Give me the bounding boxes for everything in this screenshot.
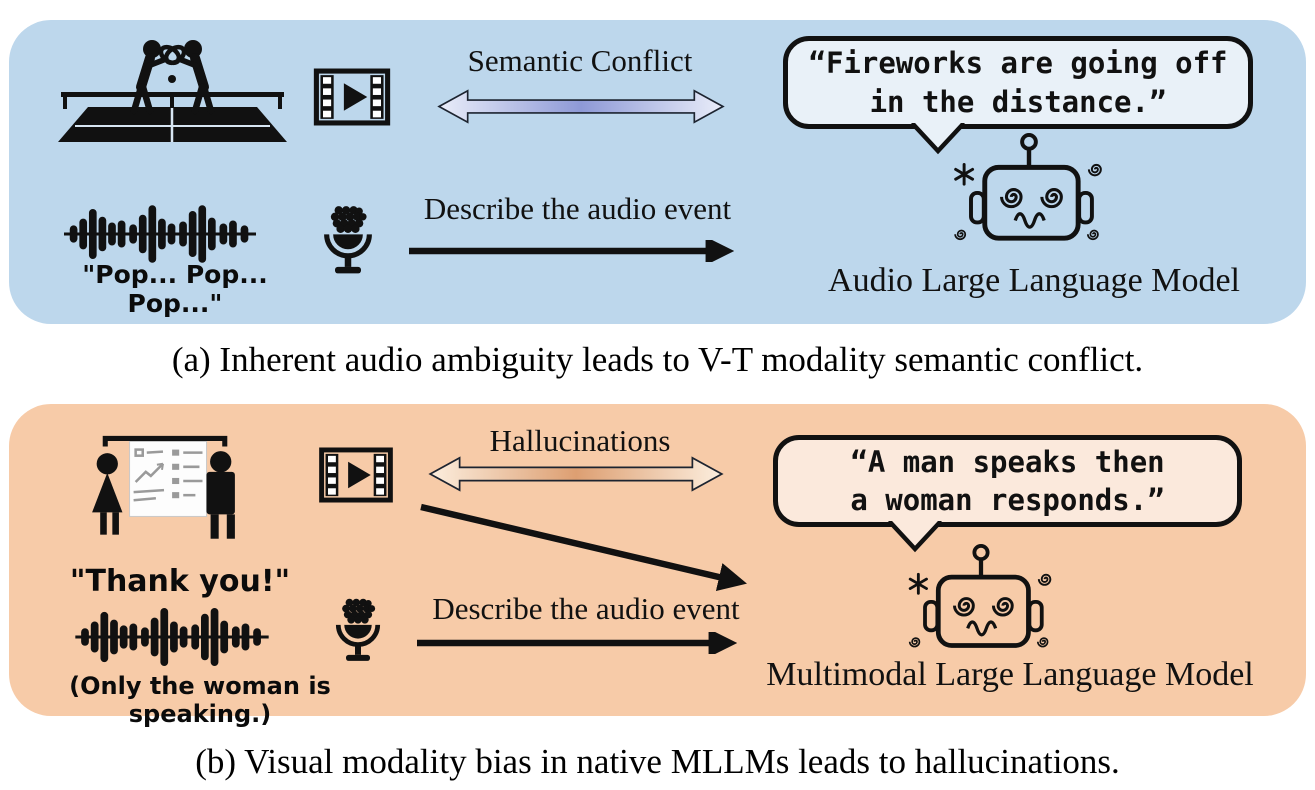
table-tennis-icon (55, 35, 290, 145)
semantic-conflict-arrow (427, 88, 735, 125)
hallucinations-arrow (423, 455, 729, 493)
robot-icon (950, 132, 1108, 248)
waveform-icon (73, 608, 271, 666)
instruction-arrow (407, 240, 752, 262)
waveform-icon (64, 205, 256, 263)
bubble-tail (885, 521, 945, 553)
model-response-bubble: “Fireworks are going off in the distance… (783, 36, 1253, 129)
semantic-conflict-label: Semantic Conflict (467, 43, 693, 78)
model-name-label: Audio Large Language Model (828, 262, 1240, 299)
caption-b: (b) Visual modality bias in native MLLMs… (195, 742, 1120, 781)
audio-transcript-label: "Thank you!" (69, 564, 291, 599)
robot-icon (905, 543, 1057, 655)
microphone-icon (322, 200, 374, 280)
bubble-text-line1: “A man speaks then (850, 444, 1165, 479)
video-icon (318, 447, 394, 503)
hallucinations-label: Hallucinations (489, 423, 671, 458)
bubble-text-line2: a woman responds.” (850, 483, 1165, 517)
video-to-model-arrow (418, 500, 763, 600)
panel-multimodal-llm: Hallucinations “A man speaks then a woma… (9, 404, 1306, 728)
caption-a: (a) Inherent audio ambiguity leads to V-… (171, 340, 1144, 379)
instruction-arrow (415, 632, 755, 654)
presentation-icon (85, 425, 243, 539)
microphone-icon (334, 593, 382, 667)
bubble-text-line1: “Fireworks are going off (808, 46, 1228, 81)
bubble-text-line2: in the distance.” (869, 84, 1167, 119)
panel-audio-llm: Semantic Conflict “Fireworks are going o… (9, 20, 1306, 324)
bubble-tail (908, 123, 968, 155)
model-response-bubble: “A man speaks then a woman responds.” (773, 435, 1242, 527)
instruction-label: Describe the audio event (432, 591, 740, 626)
model-name-label: Multimodal Large Language Model (766, 656, 1254, 693)
audio-note-label: (Only the woman is speaking.) (69, 672, 331, 728)
instruction-label: Describe the audio event (423, 191, 732, 226)
audio-transcript-label: "Pop... Pop... Pop..." (82, 260, 268, 318)
video-icon (313, 68, 391, 126)
